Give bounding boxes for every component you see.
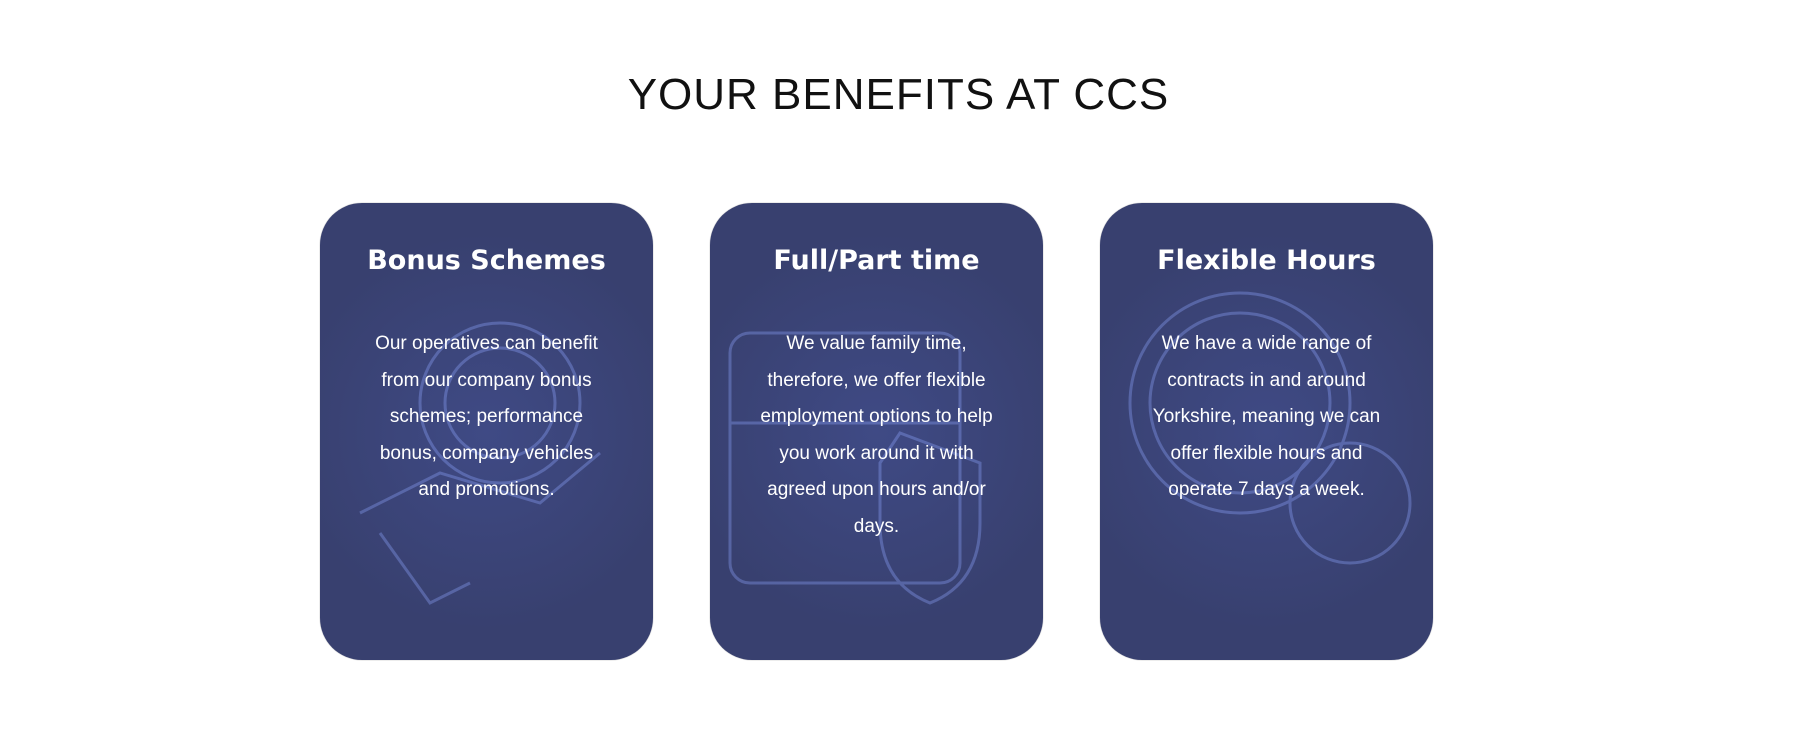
page-title: YOUR BENEFITS AT CCS	[627, 70, 1170, 119]
gear-hand-icon	[359, 321, 601, 605]
card-title: Bonus Schemes	[367, 245, 606, 276]
card-title: Full/Part time	[773, 245, 980, 276]
benefit-card-flexible-hours: Flexible Hours We have a wide range of c…	[1100, 203, 1433, 660]
card-body: We value family time, therefore, we offe…	[760, 333, 993, 537]
card-body: We have a wide range of contracts in and…	[1152, 333, 1381, 500]
card-title: Flexible Hours	[1157, 245, 1376, 276]
benefit-card-full-part-time: Full/Part time We value family time, the…	[710, 203, 1043, 660]
benefit-card-bonus-schemes: Bonus Schemes Our operatives can benefit…	[320, 203, 653, 660]
calendar-shield-icon	[728, 331, 982, 605]
clock-icon	[1128, 291, 1412, 565]
card-body: Our operatives can benefit from our comp…	[375, 333, 598, 500]
